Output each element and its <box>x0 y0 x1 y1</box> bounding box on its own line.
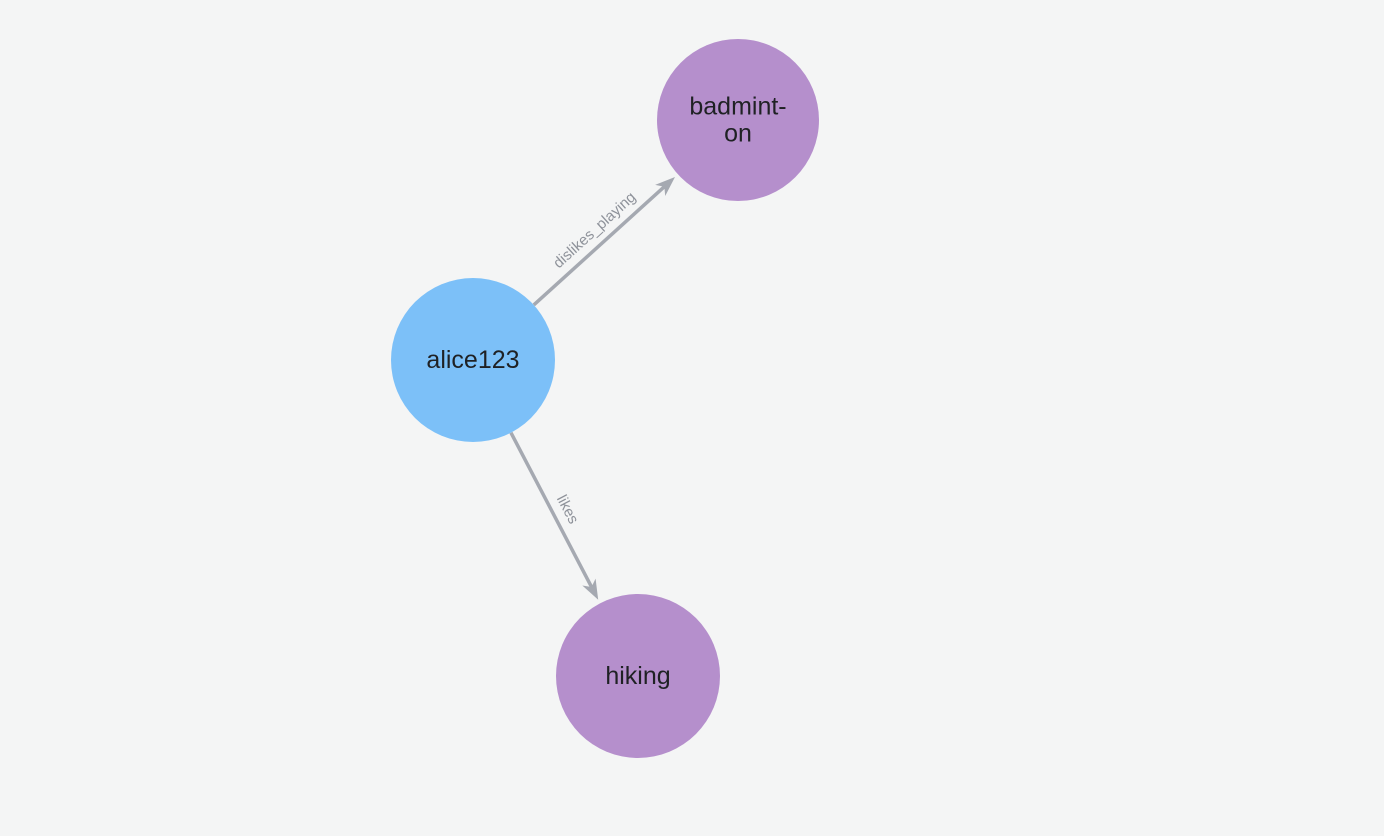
node-circle[interactable] <box>657 39 819 201</box>
node-badminton[interactable]: badmint-on <box>657 39 819 201</box>
node-label-line: hiking <box>605 662 670 690</box>
node-alice123[interactable]: alice123 <box>391 278 555 442</box>
node-label-line: alice123 <box>426 346 519 374</box>
arrowhead-icon <box>655 177 675 197</box>
edge-label: dislikes_playing <box>550 189 639 272</box>
edge-alice123-hiking[interactable]: likes <box>509 431 599 600</box>
edge-alice123-badminton[interactable]: dislikes_playing <box>532 177 675 307</box>
node-label: badmint-on <box>689 93 786 148</box>
node-circle[interactable] <box>556 594 720 758</box>
node-circle[interactable] <box>391 278 555 442</box>
edge-line <box>532 185 666 307</box>
edge-line <box>509 431 594 589</box>
node-label: hiking <box>605 662 670 690</box>
node-label: alice123 <box>426 346 519 374</box>
node-label-line: badmint- <box>689 93 786 121</box>
node-hiking[interactable]: hiking <box>556 594 720 758</box>
node-label-line: on <box>724 120 752 148</box>
arrowhead-icon <box>582 578 599 600</box>
